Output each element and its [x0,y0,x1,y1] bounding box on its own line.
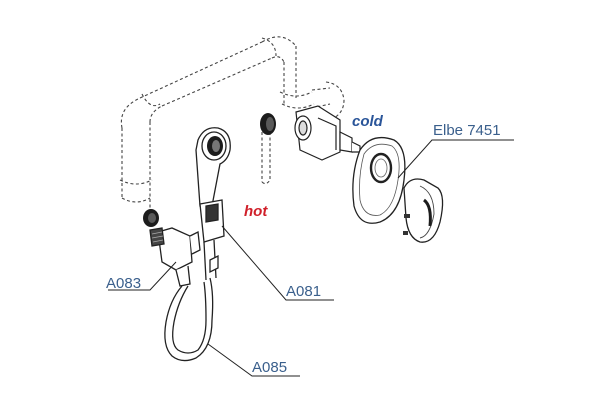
hot-label: hot [244,203,268,220]
part-label-elbe-7451: Elbe 7451 [433,122,501,139]
escutcheon-plate [352,136,406,224]
leader-elbe [397,139,514,179]
leader-a085 [207,343,300,377]
part-label-a083: A083 [106,275,141,292]
mixer-body [294,105,361,161]
pipe-end-caps [143,113,276,227]
part-label-a085: A085 [252,359,287,376]
leader-a081 [221,225,334,301]
leader-lines [108,139,514,377]
leader-a083 [108,261,177,291]
handle-screw [404,214,410,218]
part-label-a081: A081 [286,283,321,300]
shower-holder [199,199,225,281]
plate-hole [369,152,393,184]
lever-handle [403,178,444,243]
flexible-hose [164,277,214,362]
shower-head [195,127,231,230]
angle-valve [149,227,201,287]
cold-label: cold [352,113,384,130]
